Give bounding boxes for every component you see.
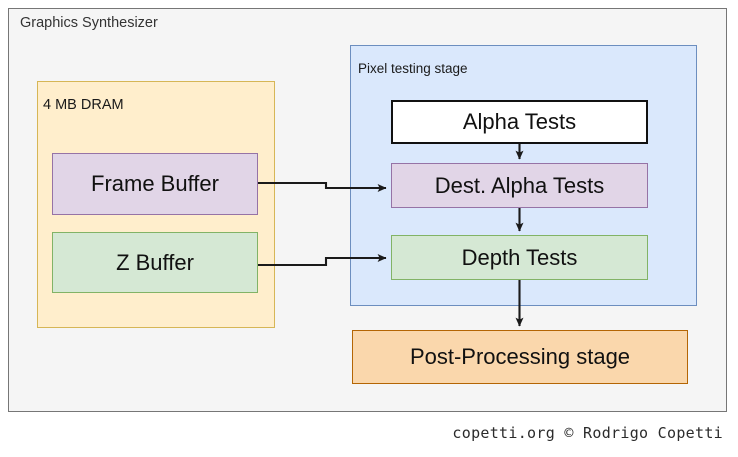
node-frame-buffer[interactable]: Frame Buffer — [52, 153, 258, 215]
node-depth-tests-label: Depth Tests — [461, 244, 578, 270]
footer-credit: copetti.org © Rodrigo Copetti — [452, 424, 723, 442]
node-depth-tests[interactable]: Depth Tests — [391, 235, 648, 280]
graphics-synthesizer-title: Graphics Synthesizer — [20, 15, 158, 31]
node-alpha-tests-label: Alpha Tests — [462, 109, 577, 135]
dram-group-title: 4 MB DRAM — [43, 97, 124, 113]
node-post-processing-stage[interactable]: Post-Processing stage — [352, 330, 688, 384]
pixel-testing-stage-title: Pixel testing stage — [358, 61, 468, 76]
node-z-buffer[interactable]: Z Buffer — [52, 232, 258, 293]
node-frame-buffer-label: Frame Buffer — [91, 171, 219, 197]
node-dest-alpha-tests[interactable]: Dest. Alpha Tests — [391, 163, 648, 208]
node-dest-alpha-tests-label: Dest. Alpha Tests — [434, 172, 605, 198]
node-z-buffer-label: Z Buffer — [116, 249, 194, 275]
node-post-processing-stage-label: Post-Processing stage — [409, 344, 631, 369]
node-alpha-tests[interactable]: Alpha Tests — [391, 100, 648, 144]
